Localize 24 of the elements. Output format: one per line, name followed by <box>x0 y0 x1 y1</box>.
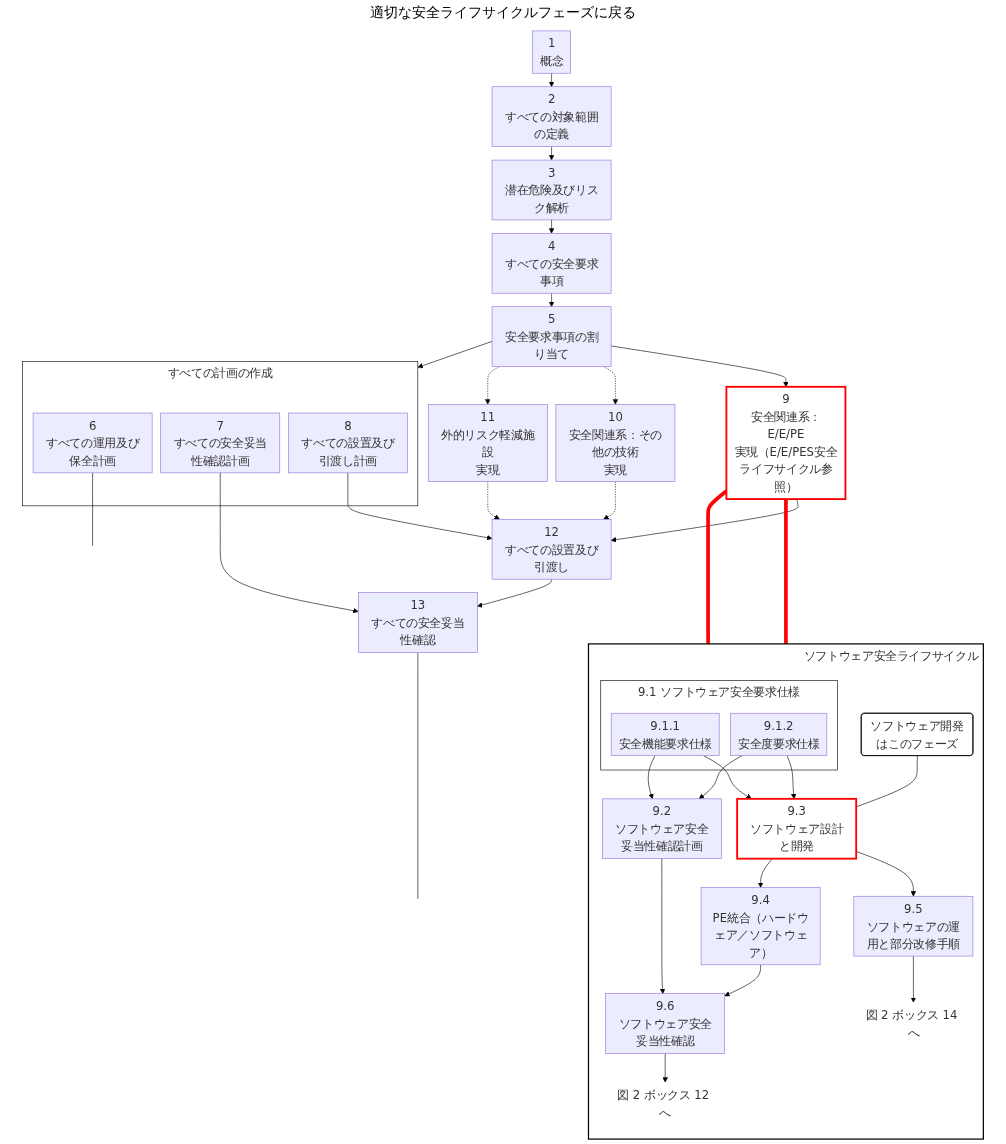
note-text: 適切な安全ライフサイクルフェーズに戻る <box>370 4 636 22</box>
node-text: 図 2 ボックス 12 へ <box>617 1087 710 1119</box>
node-box: 4 すべての安全要求事項 <box>491 233 612 294</box>
node-box: 9.5 ソフトウェアの運用と部分改修手順 <box>853 895 974 957</box>
node-box: 10 安全関連系：その他の技術 実現 <box>555 404 676 482</box>
node-box: 6 すべての運用及び保全計画 <box>32 412 153 474</box>
connector <box>92 472 93 546</box>
node-box: 9.1.2 安全度要求仕様 <box>730 712 828 756</box>
node-box: 9.4 PE統合（ハードウェア／ソフトウェア） <box>700 887 821 966</box>
node-box: 9.6 ソフトウェア安全妥当性確認 <box>605 993 725 1054</box>
node-text: 図 2 ボックス 14 へ <box>865 1007 958 1039</box>
node-box: 5 安全要求事項の割り当て <box>491 306 612 367</box>
node-box: 2 すべての対象範囲の定義 <box>491 86 612 147</box>
node-box: 9.3 ソフトウェア設計と開発 <box>736 797 858 860</box>
node-box: 1 概念 <box>532 30 571 74</box>
node-box: 12 すべての設置及び引渡し <box>491 519 612 580</box>
node-box: 8 すべての設置及び引渡し計画 <box>288 412 408 474</box>
node-box: 11 外的リスク軽減施設 実現 <box>427 404 548 482</box>
node-box: 9.1.1 安全機能要求仕様 <box>610 712 720 756</box>
node-box: 13 すべての安全妥当性確認 <box>358 592 478 653</box>
node-box: 3 潜在危険及びリスク解析 <box>491 159 612 221</box>
node-box: 9 安全関連系：E/E/PE 実現（E/E/PES安全ライフサイクル参照） <box>725 385 847 500</box>
node-box: 7 すべての安全妥当性確認計画 <box>160 412 281 474</box>
node-box: 9.2 ソフトウェア安全妥当性確認計画 <box>602 798 722 859</box>
